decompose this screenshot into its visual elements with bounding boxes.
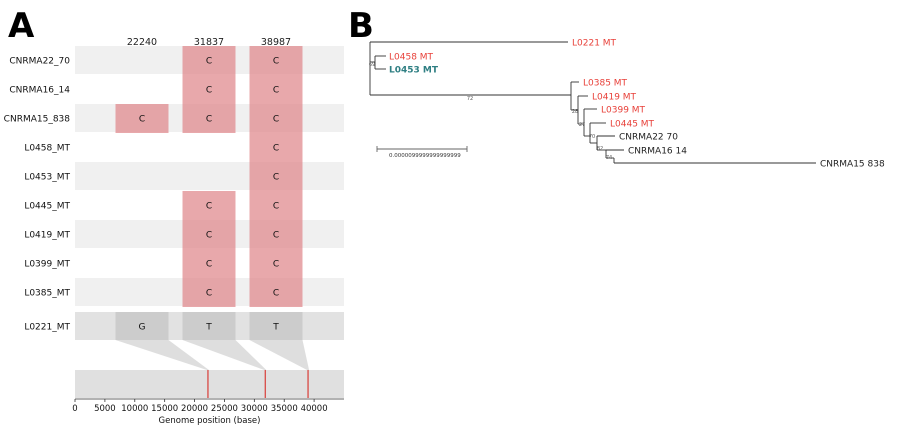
reference-allele: T [205, 323, 212, 333]
reference-allele: T [272, 323, 279, 333]
bootstrap-value: 72 [467, 96, 473, 102]
snp-allele: C [273, 202, 279, 212]
x-tick-label: 25000 [211, 404, 238, 414]
snp-cell [249, 75, 303, 104]
snp-allele: C [273, 144, 279, 154]
snp-position-label: 22240 [127, 37, 157, 48]
panel-a-letter: A [8, 6, 35, 46]
x-tick-label: 35000 [271, 404, 298, 414]
snp-cell [249, 162, 303, 191]
snp-allele: C [206, 260, 212, 270]
tip-label: L0221 MT [572, 39, 617, 49]
snp-allele: C [206, 86, 212, 96]
bootstrap-value: 70 [589, 134, 595, 140]
snp-cell [182, 220, 236, 249]
snp-allele: C [273, 289, 279, 299]
x-tick-label: 20000 [181, 404, 208, 414]
reference-cell [249, 312, 303, 340]
bootstrap-value: 82 [597, 146, 603, 152]
snp-allele: C [206, 115, 212, 125]
sample-label: L0399_MT [24, 260, 70, 270]
tip-label: L0453 MT [389, 66, 439, 76]
tip-label: L0458 MT [389, 53, 434, 63]
snp-cell [249, 46, 303, 75]
tip-label: CNRMA16 14 [628, 147, 687, 157]
snp-cell [249, 191, 303, 220]
snp-cell [249, 220, 303, 249]
sample-label: L0419_MT [24, 231, 70, 241]
panel-b-letter: B [348, 6, 374, 46]
tip-label: L0385 MT [583, 79, 628, 89]
x-tick-label: 40000 [301, 404, 328, 414]
scale-bar-label: 0.0000099999999999999 [389, 153, 461, 159]
tip-label: CNRMA15 838 [820, 160, 885, 170]
snp-allele: C [273, 173, 279, 183]
snp-position-label: 31837 [194, 37, 224, 48]
snp-cell [182, 46, 236, 75]
sample-label: L0385_MT [24, 289, 70, 299]
snp-cell [249, 104, 303, 133]
snp-allele: C [206, 231, 212, 241]
snp-cell [182, 249, 236, 278]
snp-cell [182, 278, 236, 307]
tip-label: L0419 MT [592, 93, 637, 103]
reference-cell [182, 312, 236, 340]
snp-allele: C [273, 260, 279, 270]
sample-label: L0458_MT [24, 144, 70, 154]
zoom-connector [249, 340, 310, 370]
bootstrap-value: 74 [606, 155, 612, 161]
tip-label: L0445 MT [610, 120, 655, 130]
sample-label: CNRMA15_838 [4, 115, 71, 125]
snp-allele: C [273, 86, 279, 96]
snp-position-label: 38987 [261, 37, 291, 48]
snp-allele: C [273, 231, 279, 241]
bootstrap-value: 28 [572, 109, 578, 115]
snp-allele: C [273, 115, 279, 125]
x-tick-label: 5000 [94, 404, 116, 414]
genome-track [75, 370, 344, 398]
x-tick-label: 0 [72, 404, 77, 414]
reference-cell [115, 312, 169, 340]
snp-allele: C [139, 115, 145, 125]
snp-cell [249, 278, 303, 307]
x-tick-label: 30000 [241, 404, 268, 414]
snp-allele: C [273, 57, 279, 67]
snp-cell [249, 249, 303, 278]
x-tick-label: 15000 [151, 404, 178, 414]
tip-label: CNRMA22 70 [619, 133, 678, 143]
sample-label: CNRMA22_70 [9, 57, 70, 67]
snp-cell [182, 104, 236, 133]
bootstrap-value: 69 [369, 62, 375, 68]
snp-allele: C [206, 202, 212, 212]
zoom-connector [115, 340, 209, 370]
row-background [75, 162, 344, 190]
sample-label: L0445_MT [24, 202, 70, 212]
x-tick-label: 10000 [121, 404, 148, 414]
snp-allele: C [206, 289, 212, 299]
sample-label: CNRMA16_14 [9, 86, 70, 96]
snp-cell [115, 104, 169, 133]
sample-label: L0453_MT [24, 173, 70, 183]
reference-allele: G [139, 323, 146, 333]
snp-cell [182, 75, 236, 104]
x-axis-label: Genome position (base) [159, 416, 261, 426]
tip-label: L0399 MT [601, 106, 646, 116]
bootstrap-value: 27 [579, 122, 585, 128]
snp-cell [249, 133, 303, 162]
row-background [75, 133, 344, 161]
zoom-connector [182, 340, 267, 370]
snp-allele: C [206, 57, 212, 67]
reference-label: L0221_MT [24, 323, 70, 333]
snp-cell [182, 191, 236, 220]
